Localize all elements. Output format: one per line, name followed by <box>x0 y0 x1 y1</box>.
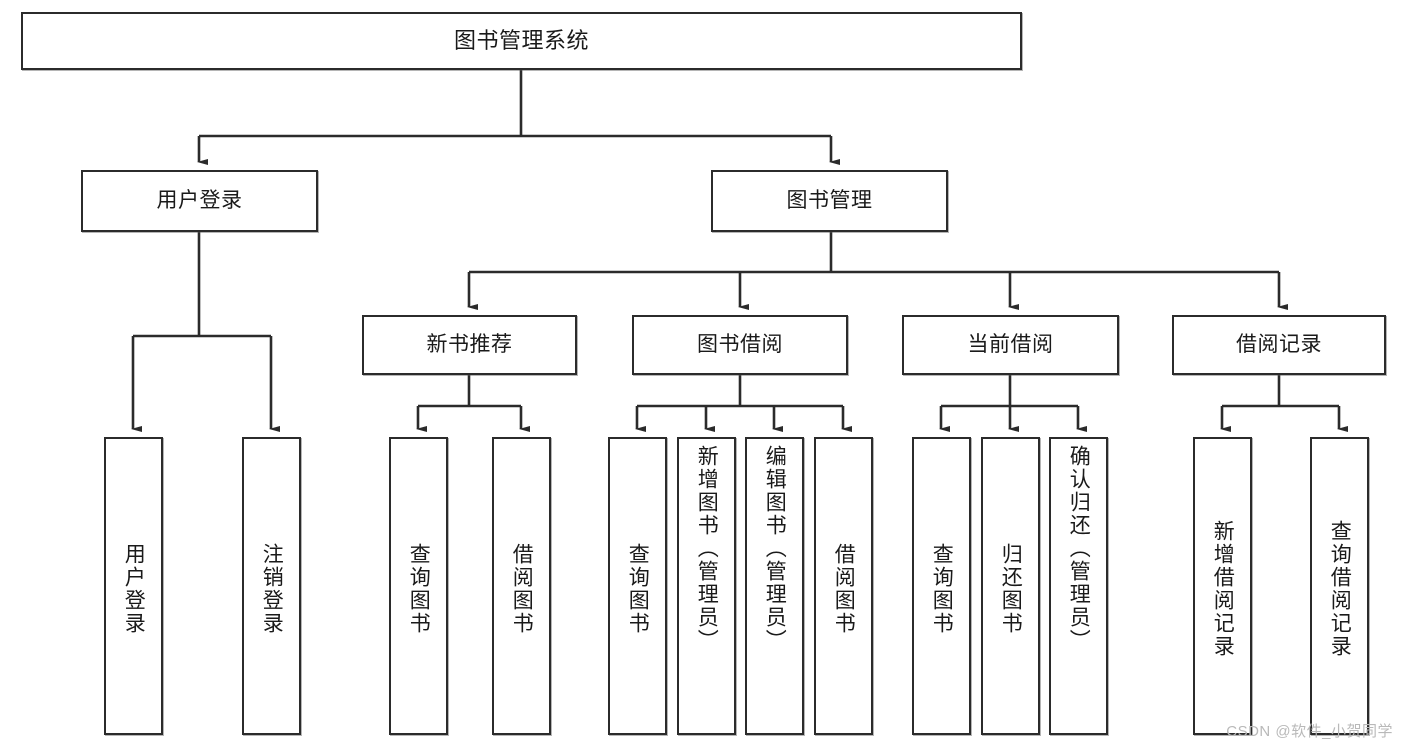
node-label: 查询图书 <box>407 543 431 635</box>
node-label: 新书推荐 <box>426 332 513 356</box>
node-root-system[interactable]: 图书管理系统 <box>21 12 1022 70</box>
node-label: 新增借阅记录 <box>1211 520 1235 658</box>
node-label: 归还图书 <box>999 543 1023 635</box>
node-label: 借阅图书 <box>510 543 534 635</box>
node-leaf-query-record[interactable]: 查询借阅记录 <box>1310 437 1369 735</box>
node-label: 图书管理系统 <box>453 28 589 54</box>
node-label: 注销登录 <box>260 543 284 635</box>
node-current-borrow[interactable]: 当前借阅 <box>902 315 1119 375</box>
node-label: 图书借阅 <box>697 332 783 356</box>
watermark-credit: CSDN @软件_小贺同学 <box>1226 723 1393 740</box>
node-label: 图书管理 <box>786 188 873 212</box>
node-leaf-query-book-1[interactable]: 查询图书 <box>389 437 448 735</box>
node-label: 查询借阅记录 <box>1328 520 1352 658</box>
node-leaf-query-book-3[interactable]: 查询图书 <box>912 437 971 735</box>
node-leaf-query-book-2[interactable]: 查询图书 <box>608 437 667 735</box>
node-leaf-add-book[interactable]: 新增图书（管理员） <box>677 437 736 735</box>
node-book-borrow[interactable]: 图书借阅 <box>632 315 848 375</box>
node-leaf-confirm-return[interactable]: 确认归还（管理员） <box>1049 437 1108 735</box>
node-label: 新增图书（管理员） <box>695 445 719 652</box>
node-leaf-return-book[interactable]: 归还图书 <box>981 437 1040 735</box>
node-label: 用户登录 <box>122 543 146 635</box>
node-label: 借阅记录 <box>1236 332 1322 356</box>
node-leaf-borrow-book-2[interactable]: 借阅图书 <box>814 437 873 735</box>
node-new-book-recommend[interactable]: 新书推荐 <box>362 315 577 375</box>
node-label: 查询图书 <box>930 543 954 635</box>
node-label: 查询图书 <box>626 543 650 635</box>
node-label: 确认归还（管理员） <box>1067 445 1091 652</box>
node-leaf-add-record[interactable]: 新增借阅记录 <box>1193 437 1252 735</box>
node-leaf-edit-book[interactable]: 编辑图书（管理员） <box>745 437 804 735</box>
node-leaf-user-login[interactable]: 用户登录 <box>104 437 163 735</box>
node-label: 借阅图书 <box>832 543 856 635</box>
node-borrow-record[interactable]: 借阅记录 <box>1172 315 1386 375</box>
node-label: 用户登录 <box>156 188 243 212</box>
node-label: 当前借阅 <box>967 332 1054 356</box>
node-label: 编辑图书（管理员） <box>763 445 787 652</box>
node-leaf-logout[interactable]: 注销登录 <box>242 437 301 735</box>
node-book-manage[interactable]: 图书管理 <box>711 170 948 232</box>
node-leaf-borrow-book-1[interactable]: 借阅图书 <box>492 437 551 735</box>
node-user-login[interactable]: 用户登录 <box>81 170 318 232</box>
